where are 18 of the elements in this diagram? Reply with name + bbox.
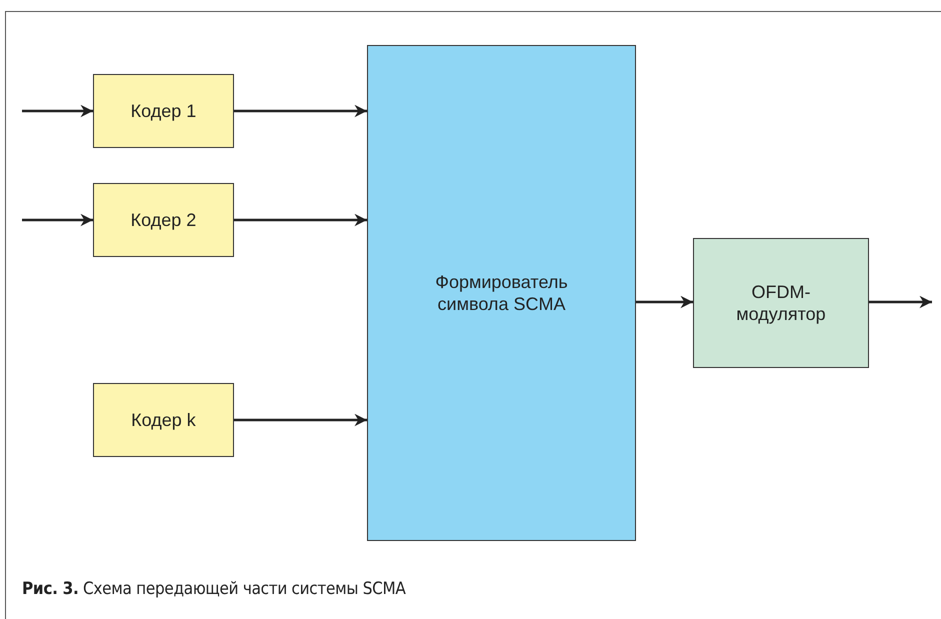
coder-box	[93, 183, 234, 257]
modulator-block	[693, 238, 869, 368]
arrow	[636, 296, 693, 308]
arrow	[869, 296, 932, 308]
block-label: Кодер 2	[130, 208, 196, 232]
figure-caption: Рис. 3. Схема передающей части системы SCMA	[22, 579, 406, 599]
arrow	[22, 104, 93, 118]
coder-box	[93, 383, 234, 457]
arrow	[234, 414, 367, 426]
symbol-former-block	[367, 45, 636, 541]
block-label: Формирователь символа SCMA	[435, 270, 568, 316]
block-label: Кодер k	[131, 408, 196, 432]
arrow	[234, 104, 367, 118]
arrow	[22, 214, 93, 226]
arrow	[234, 214, 367, 226]
block-label: OFDM-модулятор	[736, 280, 826, 326]
block-label: Кодер 1	[130, 100, 196, 122]
coder-box	[93, 74, 234, 148]
